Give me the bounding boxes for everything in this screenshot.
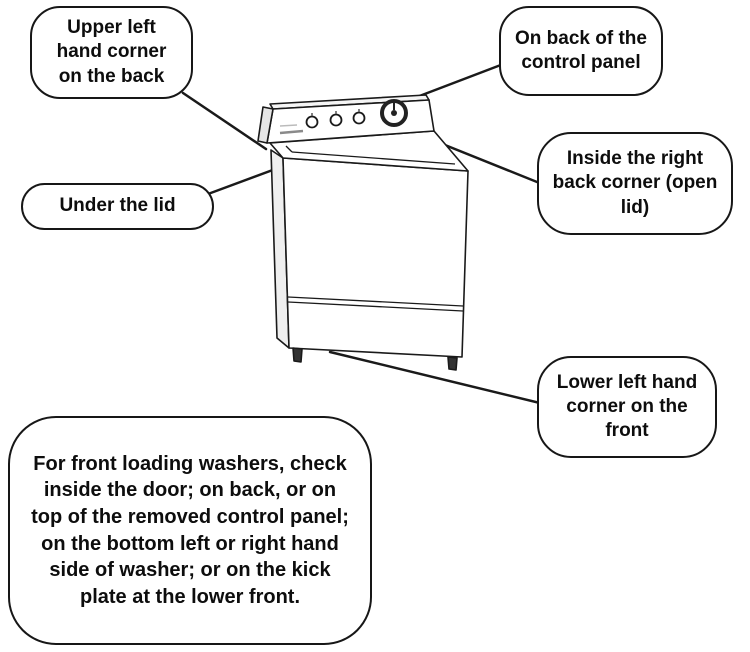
callout-lower-front: Lower left hand corner on the front (537, 356, 717, 458)
callout-upper-back-text: Upper left hand corner on the back (56, 17, 167, 87)
control-knob-icon (352, 111, 366, 125)
connector-line-upper-back (181, 91, 268, 151)
connector-line-lower-front (328, 350, 546, 406)
connector-line-inside-right (428, 137, 544, 186)
washer-lid-seam (291, 151, 456, 165)
washer-control-panel-endcap (257, 106, 274, 144)
callout-inside-right-back: Inside the right back corner (open lid) (537, 132, 733, 235)
callout-control-panel-back-text: On back of the control panel (515, 27, 647, 73)
washer-front-seam (287, 296, 464, 307)
callout-front-loader-note-text: For front loading washers, check inside … (31, 452, 349, 608)
callout-lower-front-text: Lower left hand corner on the front (556, 371, 698, 442)
timer-dial-center (391, 110, 397, 116)
brand-mark (279, 129, 304, 135)
callout-front-loader-note: For front loading washers, check inside … (8, 416, 372, 645)
callout-inside-right-back-text: Inside the right back corner (open lid) (552, 148, 718, 218)
washer-leg (292, 347, 303, 363)
washer-front-panel (282, 157, 469, 358)
callout-under-lid: Under the lid (21, 183, 214, 230)
control-knob-icon (305, 115, 319, 129)
brand-mark (279, 124, 298, 127)
control-knob-icon (329, 113, 343, 127)
washer-front-seam (287, 301, 464, 312)
callout-upper-back: Upper left hand corner on the back (30, 6, 193, 99)
connector-lines (181, 61, 546, 406)
washer-control-panel-details (279, 99, 408, 135)
washer-lid-seam (285, 145, 293, 153)
callout-under-lid-text: Under the lid (59, 195, 176, 217)
callout-control-panel-back: On back of the control panel (499, 6, 663, 96)
washer-body (257, 94, 469, 371)
washer-leg (447, 356, 458, 371)
